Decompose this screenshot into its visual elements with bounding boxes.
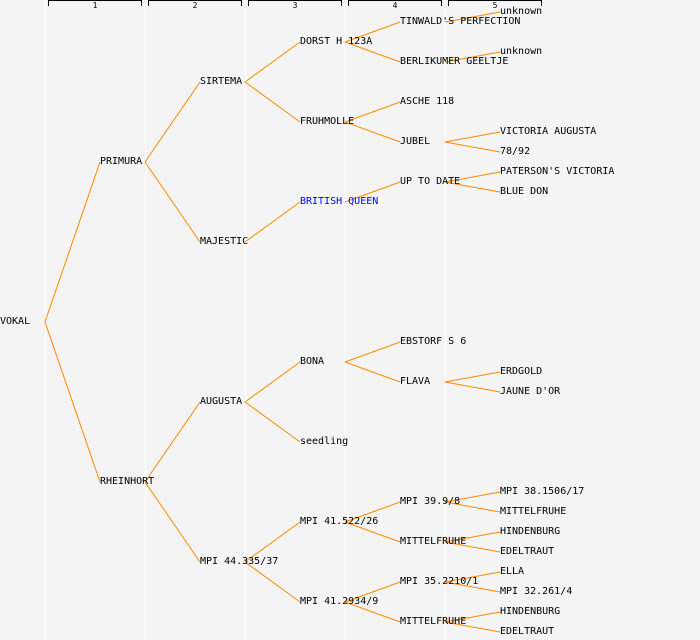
pedigree-link [244, 81, 301, 123]
pedigree-link [444, 621, 501, 633]
pedigree-node-hind1[interactable]: HINDENBURG [500, 526, 561, 537]
pedigree-link [444, 181, 501, 193]
pedigree-node-british[interactable]: BRITISH QUEEN [300, 196, 379, 207]
pedigree-link [344, 581, 401, 603]
pedigree-link [444, 51, 501, 63]
pedigree-link [344, 521, 401, 543]
pedigree-node-n7892[interactable]: 78/92 [500, 146, 531, 157]
column-divider [445, 0, 446, 640]
pedigree-node-mittel2[interactable]: MITTELFRUHE [400, 616, 467, 627]
pedigree-link [444, 531, 501, 543]
pedigree-link [444, 501, 501, 513]
pedigree-node-majestic[interactable]: MAJESTIC [200, 236, 249, 247]
pedigree-node-ebstorf[interactable]: EBSTORF S 6 [400, 336, 467, 347]
pedigree-link [144, 401, 201, 483]
generation-label: 4 [392, 1, 398, 10]
pedigree-link [244, 521, 301, 563]
generation-bracket-5: 5 [448, 0, 542, 10]
pedigree-link [444, 611, 501, 623]
column-divider [245, 0, 246, 640]
generation-label: 5 [492, 1, 498, 10]
pedigree-link [344, 181, 401, 203]
pedigree-link [444, 571, 501, 583]
pedigree-node-hind2[interactable]: HINDENBURG [500, 606, 561, 617]
pedigree-link [344, 361, 401, 383]
pedigree-node-mpi39[interactable]: MPI 39.9/8 [400, 496, 461, 507]
pedigree-link [244, 361, 301, 403]
pedigree-link [244, 41, 301, 83]
pedigree-link [444, 381, 501, 393]
pedigree-node-ella[interactable]: ELLA [500, 566, 525, 577]
pedigree-node-mittel1[interactable]: MITTELFRUHE [400, 536, 467, 547]
pedigree-node-bluedon[interactable]: BLUE DON [500, 186, 549, 197]
pedigree-link [444, 141, 501, 153]
pedigree-link [444, 491, 501, 503]
pedigree-link [344, 101, 401, 123]
pedigree-node-edel2[interactable]: EDELTRAUT [500, 626, 555, 637]
pedigree-node-mpi41a[interactable]: MPI 41.522/26 [300, 516, 379, 527]
pedigree-link [44, 161, 101, 323]
pedigree-node-mpi38[interactable]: MPI 38.1506/17 [500, 486, 585, 497]
generation-bracket-3: 3 [248, 0, 342, 10]
pedigree-link [444, 171, 501, 183]
pedigree-node-mpi44[interactable]: MPI 44.335/37 [200, 556, 279, 567]
pedigree-link [44, 321, 101, 483]
pedigree-node-jubel[interactable]: JUBEL [400, 136, 431, 147]
generation-bracket-4: 4 [348, 0, 442, 10]
pedigree-node-vokal[interactable]: VOKAL [0, 316, 31, 327]
pedigree-node-unk2[interactable]: unknown [500, 46, 543, 57]
pedigree-link [244, 561, 301, 603]
pedigree-link [444, 541, 501, 553]
pedigree-node-seedling[interactable]: seedling [300, 436, 349, 447]
pedigree-node-unk1[interactable]: unknown [500, 6, 543, 17]
generation-label: 3 [292, 1, 298, 10]
generation-bracket-2: 2 [148, 0, 242, 10]
pedigree-node-flava[interactable]: FLAVA [400, 376, 431, 387]
pedigree-link [444, 11, 501, 23]
pedigree-node-primura[interactable]: PRIMURA [100, 156, 143, 167]
pedigree-node-edel1[interactable]: EDELTRAUT [500, 546, 555, 557]
pedigree-link [444, 371, 501, 383]
pedigree-link [144, 81, 201, 163]
pedigree-node-bona[interactable]: BONA [300, 356, 325, 367]
pedigree-link [344, 341, 401, 363]
generation-label: 2 [192, 1, 198, 10]
pedigree-node-uptodate[interactable]: UP TO DATE [400, 176, 461, 187]
pedigree-link [144, 481, 201, 563]
pedigree-node-tinwald[interactable]: TINWALD'S PERFECTION [400, 16, 521, 27]
pedigree-node-sirtema[interactable]: SIRTEMA [200, 76, 243, 87]
pedigree-node-paterson[interactable]: PATERSON'S VICTORIA [500, 166, 615, 177]
pedigree-link [244, 401, 301, 443]
pedigree-link [344, 601, 401, 623]
pedigree-node-mpi35[interactable]: MPI 35.2210/1 [400, 576, 479, 587]
pedigree-node-augusta[interactable]: AUGUSTA [200, 396, 243, 407]
pedigree-node-mittel3[interactable]: MITTELFRUHE [500, 506, 567, 517]
column-divider [145, 0, 146, 640]
pedigree-node-victoria[interactable]: VICTORIA AUGUSTA [500, 126, 597, 137]
pedigree-node-asche[interactable]: ASCHE 118 [400, 96, 455, 107]
pedigree-link [144, 161, 201, 243]
pedigree-link [444, 131, 501, 143]
pedigree-link [344, 121, 401, 143]
pedigree-link [344, 501, 401, 523]
column-divider [345, 0, 346, 640]
pedigree-node-jaune[interactable]: JAUNE D'OR [500, 386, 561, 397]
pedigree-node-fruhmolle[interactable]: FRUHMOLLE [300, 116, 355, 127]
pedigree-link [244, 201, 301, 243]
pedigree-node-erdgold[interactable]: ERDGOLD [500, 366, 543, 377]
pedigree-link [344, 21, 401, 43]
pedigree-link [344, 41, 401, 63]
pedigree-node-berlikumer[interactable]: BERLIKUMER GEELTJE [400, 56, 509, 67]
generation-label: 1 [92, 1, 98, 10]
generation-bracket-1: 1 [48, 0, 142, 10]
pedigree-node-mpi41b[interactable]: MPI 41.2934/9 [300, 596, 379, 607]
pedigree-node-rheinhort[interactable]: RHEINHORT [100, 476, 155, 487]
pedigree-link [444, 581, 501, 593]
pedigree-node-mpi32[interactable]: MPI 32.261/4 [500, 586, 573, 597]
pedigree-node-dorst[interactable]: DORST H 123A [300, 36, 373, 47]
